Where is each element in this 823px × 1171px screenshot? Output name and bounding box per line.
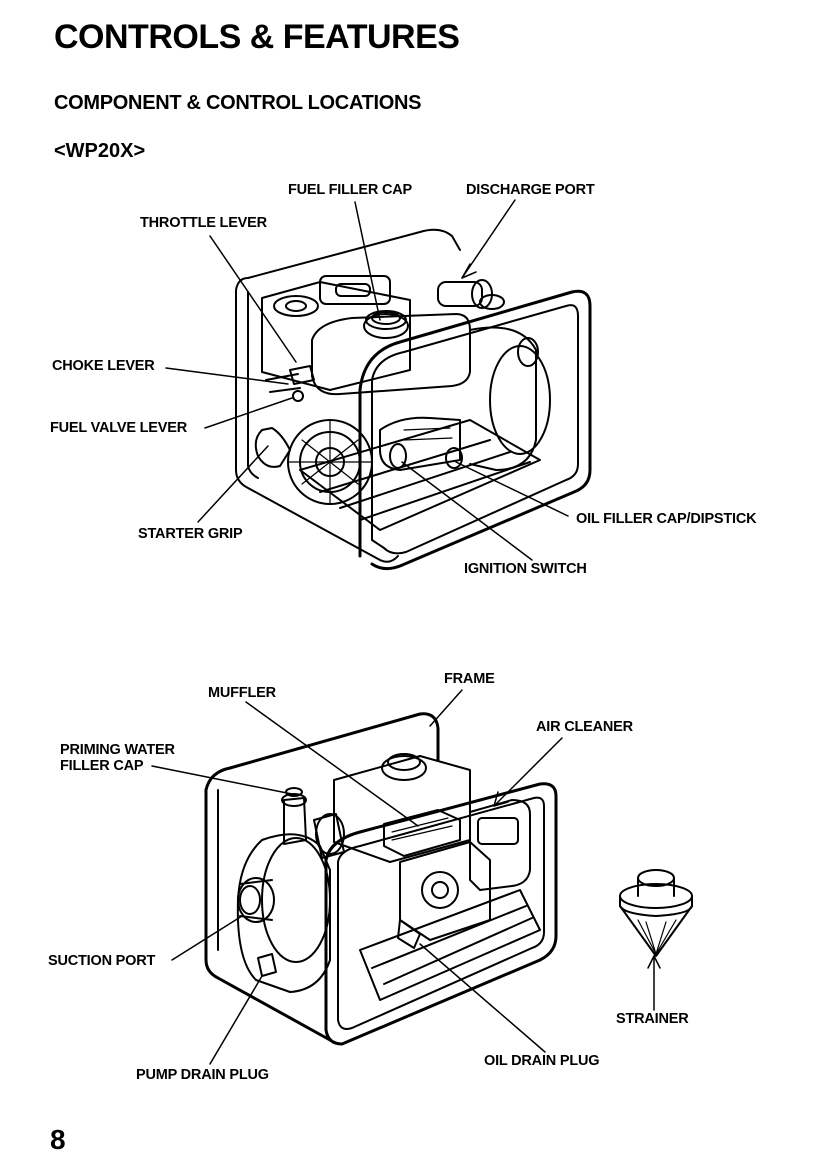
label-priming-water: PRIMING WATER xyxy=(60,742,175,758)
label-pump-drain-plug: PUMP DRAIN PLUG xyxy=(136,1067,269,1083)
label-frame: FRAME xyxy=(444,671,495,687)
label-fuel-filler-cap: FUEL FILLER CAP xyxy=(288,182,412,198)
label-strainer: STRAINER xyxy=(616,1011,689,1027)
label-ignition-switch: IGNITION SWITCH xyxy=(464,561,587,577)
label-throttle-lever: THROTTLE LEVER xyxy=(140,215,267,231)
label-muffler: MUFFLER xyxy=(208,685,276,701)
label-oil-filler-cap-dipstick: OIL FILLER CAP/DIPSTICK xyxy=(576,511,756,527)
label-oil-drain-plug: OIL DRAIN PLUG xyxy=(484,1053,599,1069)
label-discharge-port: DISCHARGE PORT xyxy=(466,182,595,198)
label-starter-grip: STARTER GRIP xyxy=(138,526,242,542)
page-number: 8 xyxy=(50,1124,66,1156)
pump-front-illustration xyxy=(0,0,823,620)
label-choke-lever: CHOKE LEVER xyxy=(52,358,155,374)
label-suction-port: SUCTION PORT xyxy=(48,953,155,969)
label-air-cleaner: AIR CLEANER xyxy=(536,719,633,735)
label-fuel-valve-lever: FUEL VALVE LEVER xyxy=(50,420,187,436)
label-filler-cap: FILLER CAP xyxy=(60,758,143,774)
